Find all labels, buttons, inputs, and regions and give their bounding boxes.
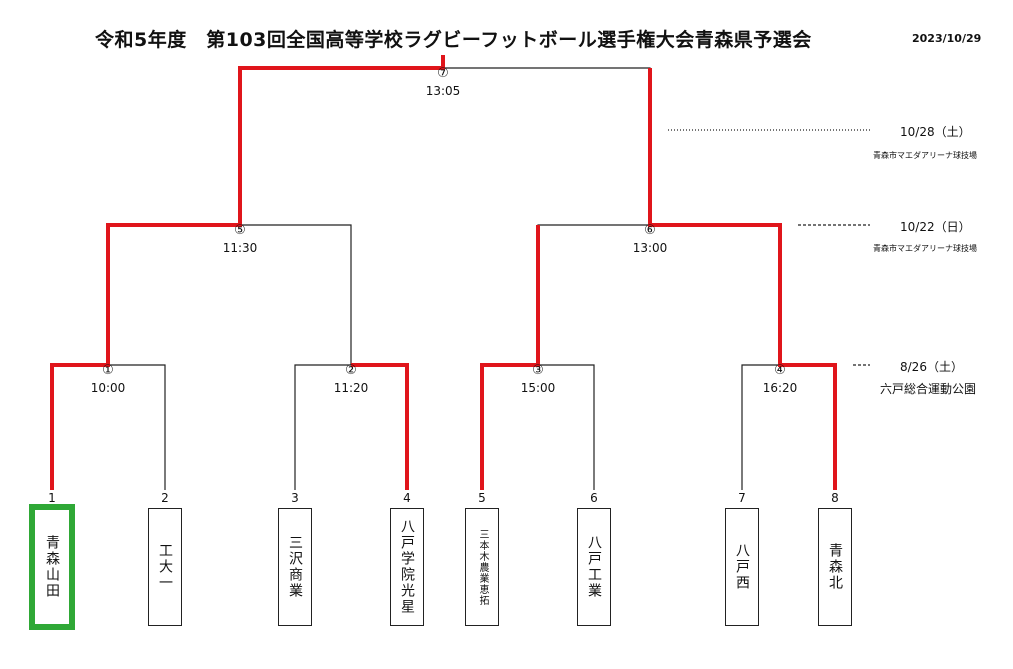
team-name: 青森北	[827, 543, 843, 591]
seed-number: 1	[48, 491, 56, 505]
seed-number: 5	[478, 491, 486, 505]
match-number-1: ①	[102, 363, 114, 378]
match-time-3: 15:00	[520, 381, 556, 395]
bracket-line-m1	[108, 364, 166, 490]
team-name: 青森山田	[44, 535, 60, 599]
winner-lines	[50, 55, 837, 490]
seed-number: 2	[161, 491, 169, 505]
bracket-line-m5	[240, 224, 352, 365]
match-number-4: ④	[774, 363, 786, 378]
team-box-aomori-yamada: 青森山田	[29, 504, 75, 630]
schedule-date: 8/26（土）	[900, 360, 963, 374]
bracket-line-m3	[538, 364, 595, 490]
schedule-date: 10/22（日）	[900, 220, 971, 234]
bracket-line-m4	[741, 364, 780, 490]
match-time-6: 13:00	[632, 241, 668, 255]
schedule-venue: 青森市マエダアリーナ球技場	[873, 151, 977, 160]
team-box: 青森北	[818, 508, 852, 626]
schedule-venue: 六戸総合運動公園	[880, 382, 977, 396]
match-number-3: ③	[532, 363, 544, 378]
team-box: 三本木農業恵拓	[465, 508, 499, 626]
bracket-line-m7	[443, 67, 651, 225]
team-box: 八戸西	[725, 508, 759, 626]
match-time-7: 13:05	[425, 84, 461, 98]
match-time-2: 11:20	[333, 381, 369, 395]
match-number-7: ⑦	[437, 66, 449, 81]
bracket-lines	[108, 67, 870, 490]
match-number-6: ⑥	[644, 223, 656, 238]
schedule-date: 10/28（土）	[900, 125, 971, 139]
bracket-line-m2	[294, 364, 351, 490]
team-name: 八戸工業	[586, 535, 602, 599]
schedule-venue: 青森市マエダアリーナ球技場	[873, 244, 977, 253]
winner-line-seed5	[480, 225, 540, 490]
winner-line-seed4	[351, 363, 409, 490]
winner-line-seed1	[50, 55, 445, 490]
seed-number: 7	[738, 491, 746, 505]
seed-number: 6	[590, 491, 598, 505]
team-name: 八戸学院光星	[399, 519, 415, 615]
match-time-4: 16:20	[762, 381, 798, 395]
match-time-1: 10:00	[90, 381, 126, 395]
seed-number: 3	[291, 491, 299, 505]
page-title: 令和5年度 第103回全国高等学校ラグビーフットボール選手権大会青森県予選会	[95, 29, 812, 51]
team-box: 八戸工業	[577, 508, 611, 626]
match-number-2: ②	[345, 363, 357, 378]
seed-number: 4	[403, 491, 411, 505]
team-box: 八戸学院光星	[390, 508, 424, 626]
seed-number: 8	[831, 491, 839, 505]
match-number-5: ⑤	[234, 223, 246, 238]
team-box: 三沢商業	[278, 508, 312, 626]
team-name: 工大一	[157, 543, 173, 591]
team-name: 三本木農業恵拓	[477, 528, 488, 606]
team-name: 八戸西	[734, 543, 750, 591]
match-time-5: 11:30	[222, 241, 258, 255]
document-date: 2023/10/29	[912, 32, 982, 45]
team-box: 工大一	[148, 508, 182, 626]
winner-line-seed8	[648, 68, 837, 490]
team-name: 三沢商業	[287, 535, 303, 599]
